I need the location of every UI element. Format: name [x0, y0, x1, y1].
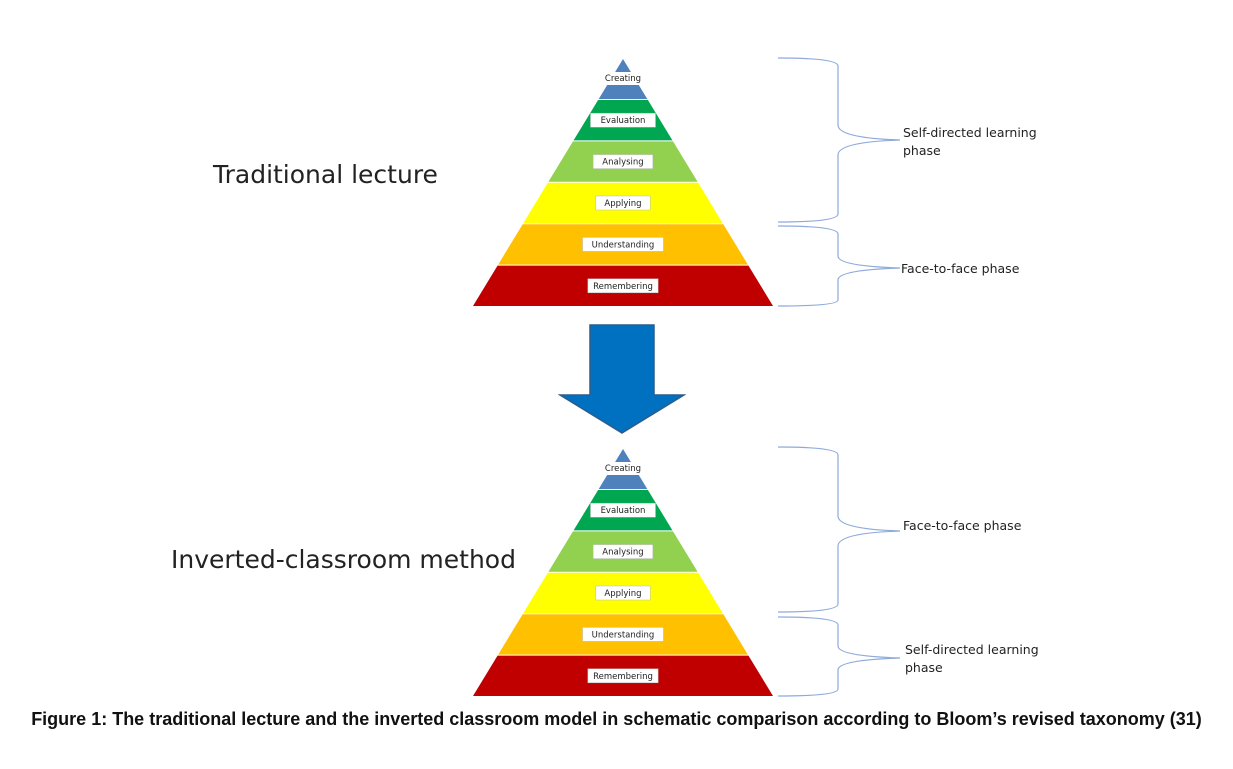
level-label-box: [590, 502, 656, 518]
pyramid-traditional-levels: CreatingEvaluationAnalysingApplyingUnder…: [473, 59, 773, 306]
level-label-evaluation: Evaluation: [601, 506, 646, 516]
creating-apex-shape: [615, 449, 631, 462]
level-creating-shape: [598, 475, 648, 489]
down-arrow-icon: [558, 324, 686, 434]
traditional-lecture-title: Traditional lecture: [213, 160, 438, 189]
level-label-remembering: Remembering: [593, 672, 653, 682]
level-label-box: [587, 278, 659, 294]
level-label-box: [587, 668, 659, 684]
phase-label-face-to-face-top: Face-to-face phase: [901, 261, 1020, 276]
level-label-creating: Creating: [605, 74, 641, 84]
figure-caption: Figure 1: The traditional lecture and th…: [31, 709, 1202, 729]
brace-face-to-face-top: [777, 225, 901, 307]
level-label-understanding: Understanding: [592, 240, 655, 250]
level-creating-shape: [598, 85, 648, 99]
level-label-analysing: Analysing: [602, 158, 643, 168]
level-label-box: [592, 544, 654, 559]
brace-face-to-face-bottom: [777, 446, 901, 613]
creating-apex-shape: [615, 59, 631, 72]
level-label-creating: Creating: [605, 464, 641, 474]
level-label-box: [595, 585, 651, 601]
inverted-classroom-title: Inverted-classroom method: [171, 545, 516, 574]
level-label-remembering: Remembering: [593, 282, 653, 292]
level-label-applying: Applying: [604, 589, 641, 599]
level-label-evaluation: Evaluation: [601, 116, 646, 126]
level-label-box: [582, 237, 664, 252]
level-label-box: [582, 627, 664, 642]
level-label-analysing: Analysing: [602, 548, 643, 558]
level-label-box: [590, 112, 656, 128]
phase-label-self-directed-bottom: Self-directed learning phase: [905, 642, 1039, 675]
pyramid-inverted-levels: CreatingEvaluationAnalysingApplyingUnder…: [473, 449, 773, 696]
brace-self-directed-top: [777, 57, 901, 223]
level-label-box: [595, 195, 651, 211]
level-label-understanding: Understanding: [592, 630, 655, 640]
brace-self-directed-bottom: [777, 616, 901, 697]
level-label-box: [592, 154, 654, 169]
level-label-applying: Applying: [604, 199, 641, 209]
phase-label-self-directed-top: Self-directed learning phase: [903, 125, 1037, 158]
phase-label-face-to-face-bottom: Face-to-face phase: [903, 518, 1022, 533]
